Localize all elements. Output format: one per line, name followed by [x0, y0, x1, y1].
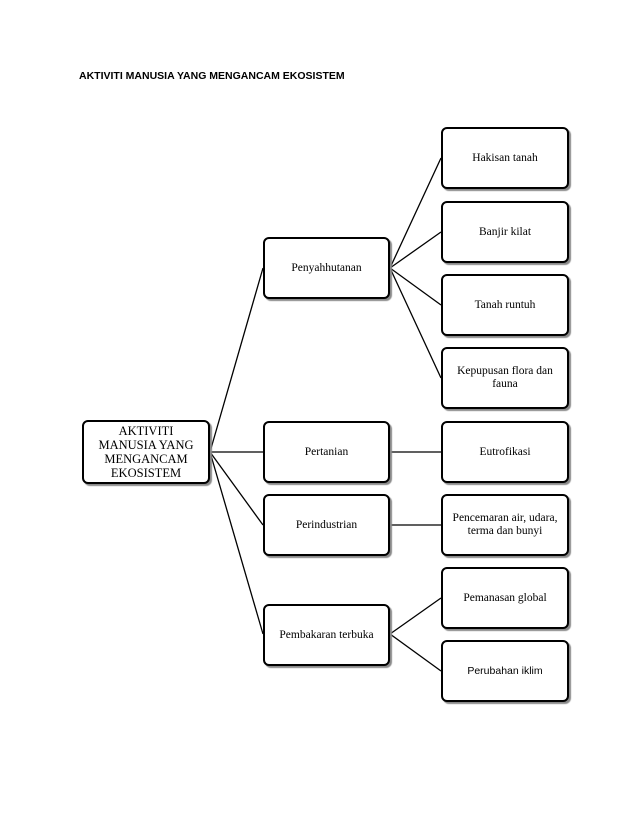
- connector-pembakaran-perubahan: [389, 633, 442, 672]
- effect-node-label: Banjir kilat: [478, 225, 532, 238]
- root-node-label: AKTIVITI MANUSIA YANG MENGANCAM EKOSISTE…: [98, 424, 194, 480]
- root-node: AKTIVITI MANUSIA YANG MENGANCAM EKOSISTE…: [82, 420, 210, 484]
- effect-node-pemanasan-global: Pemanasan global: [441, 567, 569, 629]
- activity-node-label: Pembakaran terbuka: [279, 628, 374, 641]
- effect-node-label: Eutrofikasi: [479, 445, 531, 458]
- connector-pembakaran-pemanasan: [389, 597, 442, 635]
- activity-node-label: Perindustrian: [295, 518, 358, 531]
- connector-penyahhutanan-kepupusan: [389, 267, 442, 379]
- activity-node-label: Pertanian: [304, 445, 349, 458]
- connector-penyahhutanan-banjir: [389, 231, 442, 269]
- effect-node-label: Perubahan iklim: [467, 664, 543, 677]
- connector-root-pembakaran: [209, 451, 264, 635]
- connector-penyahhutanan-tanah: [389, 267, 442, 306]
- page-title: AKTIVITI MANUSIA YANG MENGANCAM EKOSISTE…: [79, 70, 345, 82]
- effect-node-label: Hakisan tanah: [472, 151, 538, 164]
- effect-node-label: Pencemaran air, udara, terma dan bunyi: [452, 512, 558, 537]
- effect-node-hakisan-tanah: Hakisan tanah: [441, 127, 569, 189]
- activity-node-perindustrian: Perindustrian: [263, 494, 390, 556]
- effect-node-eutrofikasi: Eutrofikasi: [441, 421, 569, 483]
- connector-penyahhutanan-hakisan: [389, 157, 442, 269]
- effect-node-tanah-runtuh: Tanah runtuh: [441, 274, 569, 336]
- activity-node-pembakaran-terbuka: Pembakaran terbuka: [263, 604, 390, 666]
- connector-root-perindustrian: [209, 451, 264, 526]
- activity-node-label: Penyahhutanan: [291, 261, 362, 274]
- effect-node-banjir-kilat: Banjir kilat: [441, 201, 569, 263]
- effect-node-label: Kepupusan flora dan fauna: [457, 365, 553, 390]
- effect-node-label: Tanah runtuh: [474, 298, 536, 311]
- activity-node-pertanian: Pertanian: [263, 421, 390, 483]
- effect-node-perubahan-iklim: Perubahan iklim: [441, 640, 569, 702]
- effect-node-kepupusan-flora-dan-fauna: Kepupusan flora dan fauna: [441, 347, 569, 409]
- connector-root-penyahhutanan: [209, 267, 264, 453]
- effect-node-label: Pemanasan global: [463, 591, 547, 604]
- activity-node-penyahhutanan: Penyahhutanan: [263, 237, 390, 299]
- effect-node-pencemaran: Pencemaran air, udara, terma dan bunyi: [441, 494, 569, 556]
